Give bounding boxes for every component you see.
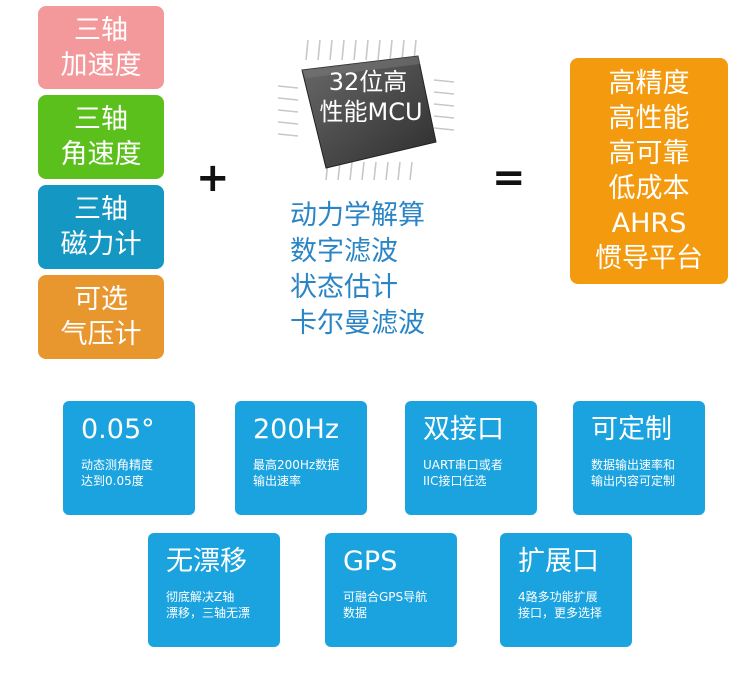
feature-desc-line: UART串口或者 [423, 458, 503, 472]
feature-title: GPS [343, 546, 398, 577]
algorithm-item: 卡尔曼滤波 [290, 308, 425, 339]
algorithm-item: 数字滤波 [290, 236, 398, 267]
feature-desc-line: 4路多功能扩展 [518, 590, 598, 604]
sensor-label-line1: 三轴 [74, 14, 128, 46]
mcu-chip-icon: 32位高 性能MCU [277, 39, 455, 181]
equals-sign: = [492, 155, 526, 201]
sensor-label-line1: 三轴 [74, 194, 128, 225]
feature-desc-line: 接口，更多选择 [518, 606, 603, 620]
feature-description: 4路多功能扩展 接口，更多选择 [518, 589, 620, 621]
feature-card-no-drift: 无漂移 彻底解决Z轴 漂移，三轴无漂 [148, 533, 280, 647]
feature-desc-line: 彻底解决Z轴 [166, 590, 235, 604]
feature-description: 动态测角精度 达到0.05度 [81, 457, 183, 489]
feature-desc-line: 可融合GPS导航 [343, 590, 428, 604]
feature-card-expansion: 扩展口 4路多功能扩展 接口，更多选择 [500, 533, 632, 647]
algorithm-item: 动力学解算 [290, 200, 425, 231]
sensor-label-line2: 气压计 [60, 319, 142, 350]
feature-desc-line: 数据输出速率和 [591, 458, 676, 472]
sensor-accelerometer: 三轴 加速度 [38, 6, 164, 89]
sensor-label-line2: 加速度 [60, 49, 142, 81]
feature-description: 数据输出速率和 输出内容可定制 [591, 457, 693, 489]
result-line: 高精度 [608, 68, 690, 99]
feature-desc-line: 输出速率 [253, 474, 302, 488]
feature-description: UART串口或者 IIC接口任选 [423, 457, 525, 489]
feature-card-accuracy: 0.05° 动态测角精度 达到0.05度 [63, 401, 195, 515]
feature-card-customizable: 可定制 数据输出速率和 输出内容可定制 [573, 401, 705, 515]
sensor-label-line2: 磁力计 [60, 229, 142, 260]
feature-desc-line: 数据 [343, 606, 368, 620]
feature-title: 无漂移 [166, 546, 247, 577]
feature-card-gps: GPS 可融合GPS导航 数据 [325, 533, 457, 647]
feature-desc-line: 漂移，三轴无漂 [166, 606, 251, 620]
feature-title: 200Hz [253, 414, 340, 445]
sensor-barometer: 可选 气压计 [38, 275, 164, 359]
sensor-label-line1: 可选 [74, 284, 128, 315]
feature-desc-line: 达到0.05度 [81, 474, 144, 488]
plus-sign: + [196, 155, 230, 201]
feature-desc-line: 最高200Hz数据 [253, 458, 340, 472]
feature-title: 双接口 [423, 414, 504, 445]
sensor-gyroscope: 三轴 角速度 [38, 95, 164, 179]
chip-label-line2: 性能MCU [319, 98, 422, 126]
result-line: 高性能 [608, 103, 690, 134]
sensor-magnetometer: 三轴 磁力计 [38, 185, 164, 269]
algorithm-list: 动力学解算 数字滤波 状态估计 卡尔曼滤波 [290, 198, 425, 342]
sensor-label-line2: 角速度 [60, 139, 142, 170]
feature-title: 0.05° [81, 414, 155, 445]
feature-description: 可融合GPS导航 数据 [343, 589, 445, 621]
feature-title: 可定制 [591, 414, 672, 445]
feature-description: 彻底解决Z轴 漂移，三轴无漂 [166, 589, 268, 621]
feature-desc-line: IIC接口任选 [423, 474, 487, 488]
result-line: 低成本 [608, 173, 690, 204]
feature-description: 最高200Hz数据 输出速率 [253, 457, 355, 489]
feature-desc-line: 动态测角精度 [81, 458, 154, 472]
algorithm-item: 状态估计 [290, 272, 398, 303]
feature-card-rate: 200Hz 最高200Hz数据 输出速率 [235, 401, 367, 515]
feature-card-interface: 双接口 UART串口或者 IIC接口任选 [405, 401, 537, 515]
result-line: 惯导平台 [595, 243, 703, 274]
sensor-label-line1: 三轴 [74, 104, 128, 135]
feature-title: 扩展口 [518, 546, 599, 577]
feature-desc-line: 输出内容可定制 [591, 474, 676, 488]
result-line: AHRS [611, 208, 687, 239]
result-box: 高精度 高性能 高可靠 低成本 AHRS 惯导平台 [570, 58, 728, 284]
result-line: 高可靠 [608, 138, 690, 169]
chip-label-line1: 32位高 [329, 68, 408, 96]
